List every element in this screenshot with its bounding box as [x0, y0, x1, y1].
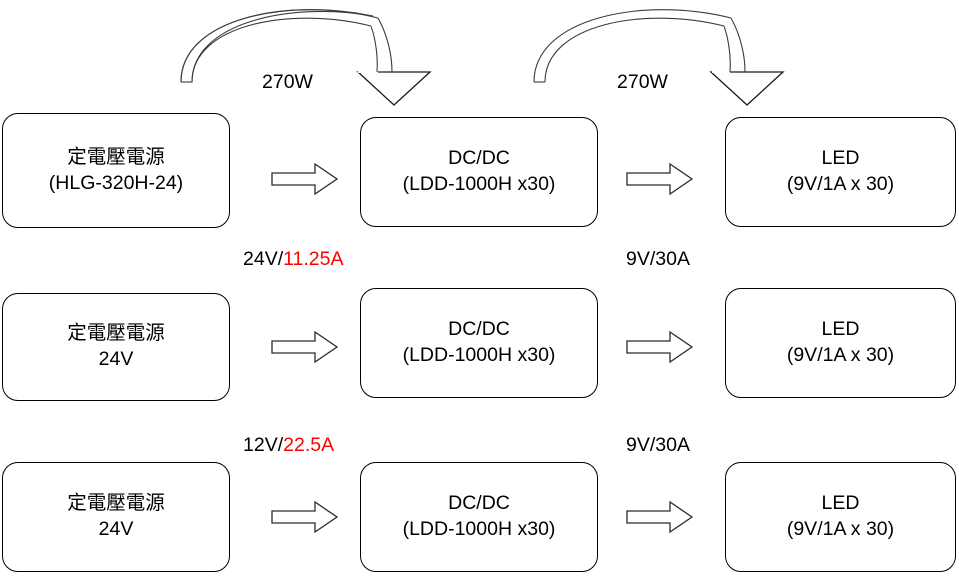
box-line-1: 定電壓電源: [67, 492, 165, 515]
measurement-prefix: 9V/30A: [626, 434, 690, 456]
box-line-1: LED: [821, 492, 860, 515]
row3-led-load-box[interactable]: LED (9V/1A x 30): [725, 462, 956, 572]
box-line-1: 定電壓電源: [67, 145, 165, 168]
measurement-label-row2-input: 24V/11.25A: [243, 248, 344, 270]
measurement-prefix: 9V/30A: [626, 248, 690, 270]
row2-arrow-source-to-dcdc: [271, 331, 339, 363]
power-label-input-270w: 270W: [262, 71, 313, 93]
box-line-1: DC/DC: [448, 318, 510, 341]
row1-led-load-box[interactable]: LED (9V/1A x 30): [725, 117, 956, 227]
measurement-label-row2-output: 9V/30A: [626, 248, 690, 270]
row2-dcdc-converter-box[interactable]: DC/DC (LDD-1000H x30): [360, 288, 598, 398]
row1-dcdc-converter-box[interactable]: DC/DC (LDD-1000H x30): [360, 117, 598, 227]
curved-arrow-input-270w: [180, 9, 432, 106]
box-line-2: (LDD-1000H x30): [402, 344, 556, 366]
row1-constant-voltage-source-box[interactable]: 定電壓電源 (HLG-320H-24): [2, 113, 230, 228]
measurement-label-row3-input: 12V/22.5A: [243, 434, 335, 456]
measurement-label-row3-output: 9V/30A: [626, 434, 690, 456]
box-line-2: (9V/1A x 30): [786, 518, 895, 540]
measurement-prefix: 24V/: [243, 248, 284, 270]
box-line-2: (LDD-1000H x30): [402, 173, 556, 195]
box-line-2: (LDD-1000H x30): [402, 518, 556, 540]
box-line-1: DC/DC: [448, 492, 510, 515]
box-line-1: 定電壓電源: [67, 322, 165, 345]
box-line-2: 24V: [98, 518, 134, 540]
row1-arrow-source-to-dcdc: [271, 163, 339, 195]
box-line-2: (9V/1A x 30): [786, 173, 895, 195]
row3-dcdc-converter-box[interactable]: DC/DC (LDD-1000H x30): [360, 462, 598, 572]
box-line-2: (9V/1A x 30): [786, 344, 895, 366]
power-label-output-text: 270W: [617, 71, 668, 93]
row2-arrow-dcdc-to-led: [626, 331, 694, 363]
box-line-1: LED: [821, 147, 860, 170]
measurement-prefix: 12V/: [243, 434, 284, 456]
row3-constant-voltage-source-box[interactable]: 定電壓電源 24V: [2, 462, 230, 572]
curved-arrow-output-270w: [533, 9, 785, 106]
row2-constant-voltage-source-box[interactable]: 定電壓電源 24V: [2, 293, 230, 401]
row2-led-load-box[interactable]: LED (9V/1A x 30): [725, 288, 956, 398]
power-label-input-text: 270W: [262, 71, 313, 93]
measurement-highlight: 11.25A: [283, 248, 344, 270]
row1-arrow-dcdc-to-led: [626, 163, 694, 195]
box-line-2: (HLG-320H-24): [48, 171, 184, 194]
row3-arrow-source-to-dcdc: [271, 501, 339, 533]
power-label-output-270w: 270W: [617, 71, 668, 93]
box-line-1: LED: [821, 318, 860, 341]
box-line-2: 24V: [98, 348, 134, 370]
row3-arrow-dcdc-to-led: [626, 501, 694, 533]
box-line-1: DC/DC: [448, 147, 510, 170]
measurement-highlight: 22.5A: [283, 434, 335, 456]
